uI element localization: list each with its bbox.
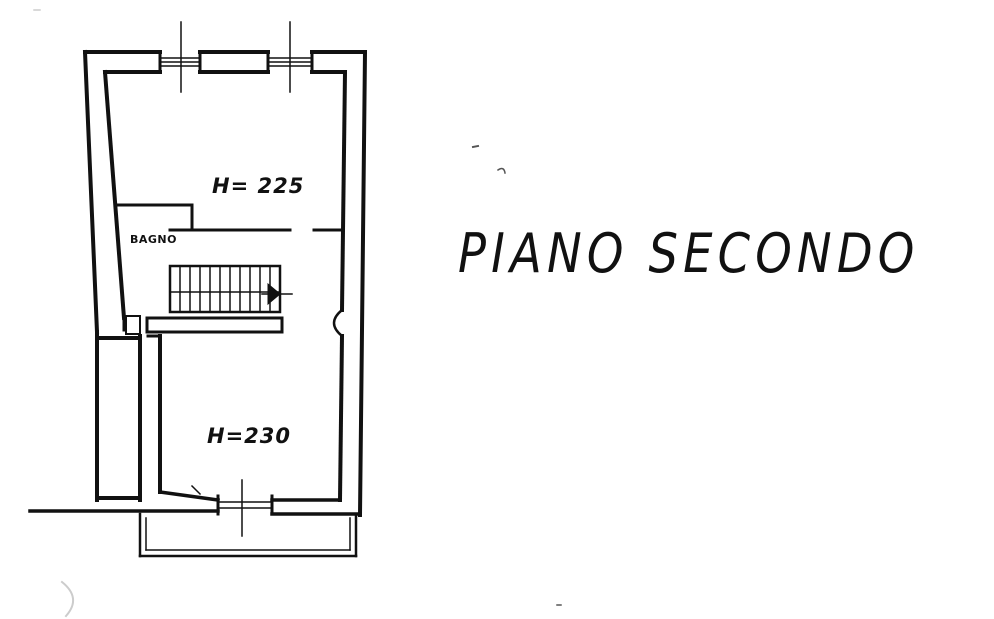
bottom-wall [28,484,362,516]
window-top-right [267,21,313,93]
lower-room-height-label: H=230 [207,424,292,448]
window-bottom [217,479,273,537]
right-wall [332,49,368,518]
bathroom-label: BAGNO [130,233,177,246]
floor-title: PIANO SECONDO [458,222,920,285]
bathroom-partition [116,203,345,232]
left-wall [82,49,127,335]
middle-wall [125,315,284,335]
staircase [168,264,293,314]
lower-left-block [95,330,162,502]
window-top-left [159,21,201,93]
balcony [138,512,358,558]
top-wall [83,50,367,74]
scan-marks [33,9,562,618]
upper-room-height-label: H= 225 [212,174,305,198]
